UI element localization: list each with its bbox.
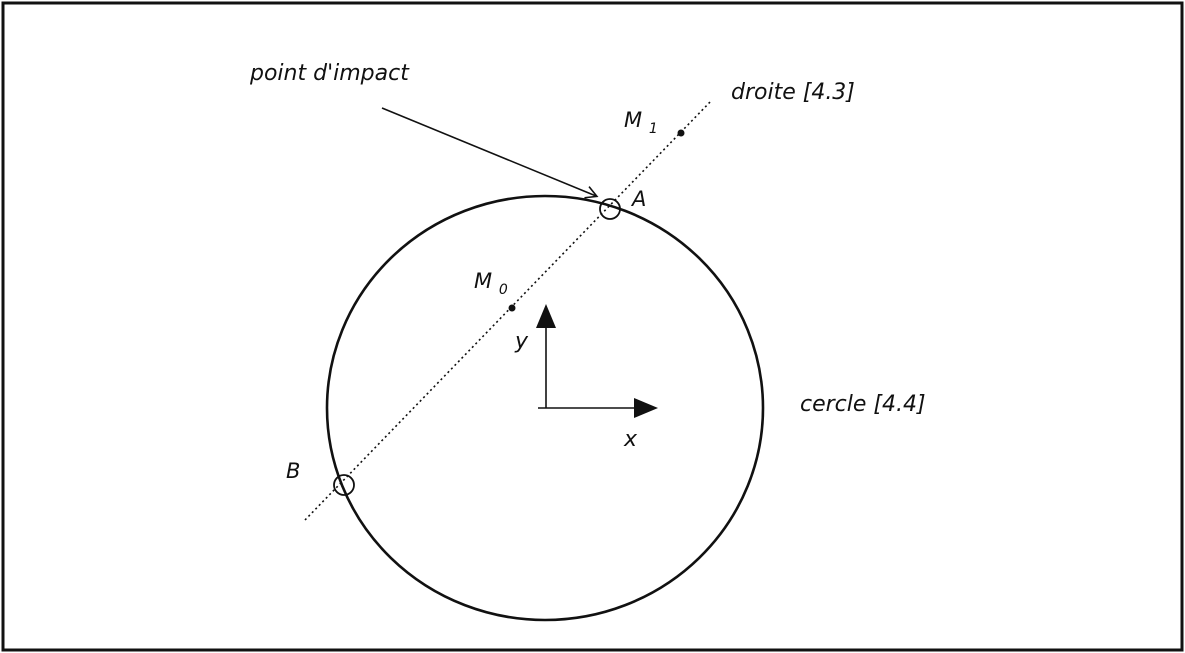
impact-arrow [381,107,599,199]
point-b-label: B [286,459,300,483]
circle-label: cercle [4.4] [800,392,926,417]
axes [536,304,658,418]
point-m0-label: M 0 [474,269,508,298]
point-b-marker [333,474,355,496]
line-label: droite [4.3] [731,80,855,105]
point-a-label: A [630,187,646,211]
point-m1-label: M 1 [624,108,658,137]
point-m1-dot [677,129,685,137]
dotted-line [304,99,713,521]
point-m0-subscript: 0 [499,282,508,298]
y-axis-arrowhead [536,304,556,328]
point-m0-dot [508,304,516,312]
x-axis-arrowhead [634,398,658,418]
circle-shape [325,194,765,622]
impact-label: point d'impact [249,61,410,86]
x-axis-label: x [623,427,638,452]
point-m1-subscript: 1 [649,121,658,137]
point-m1-letter: M [624,108,642,132]
y-axis-label: y [514,329,529,354]
point-a-marker [599,198,621,220]
point-m0-letter: M [474,269,492,293]
